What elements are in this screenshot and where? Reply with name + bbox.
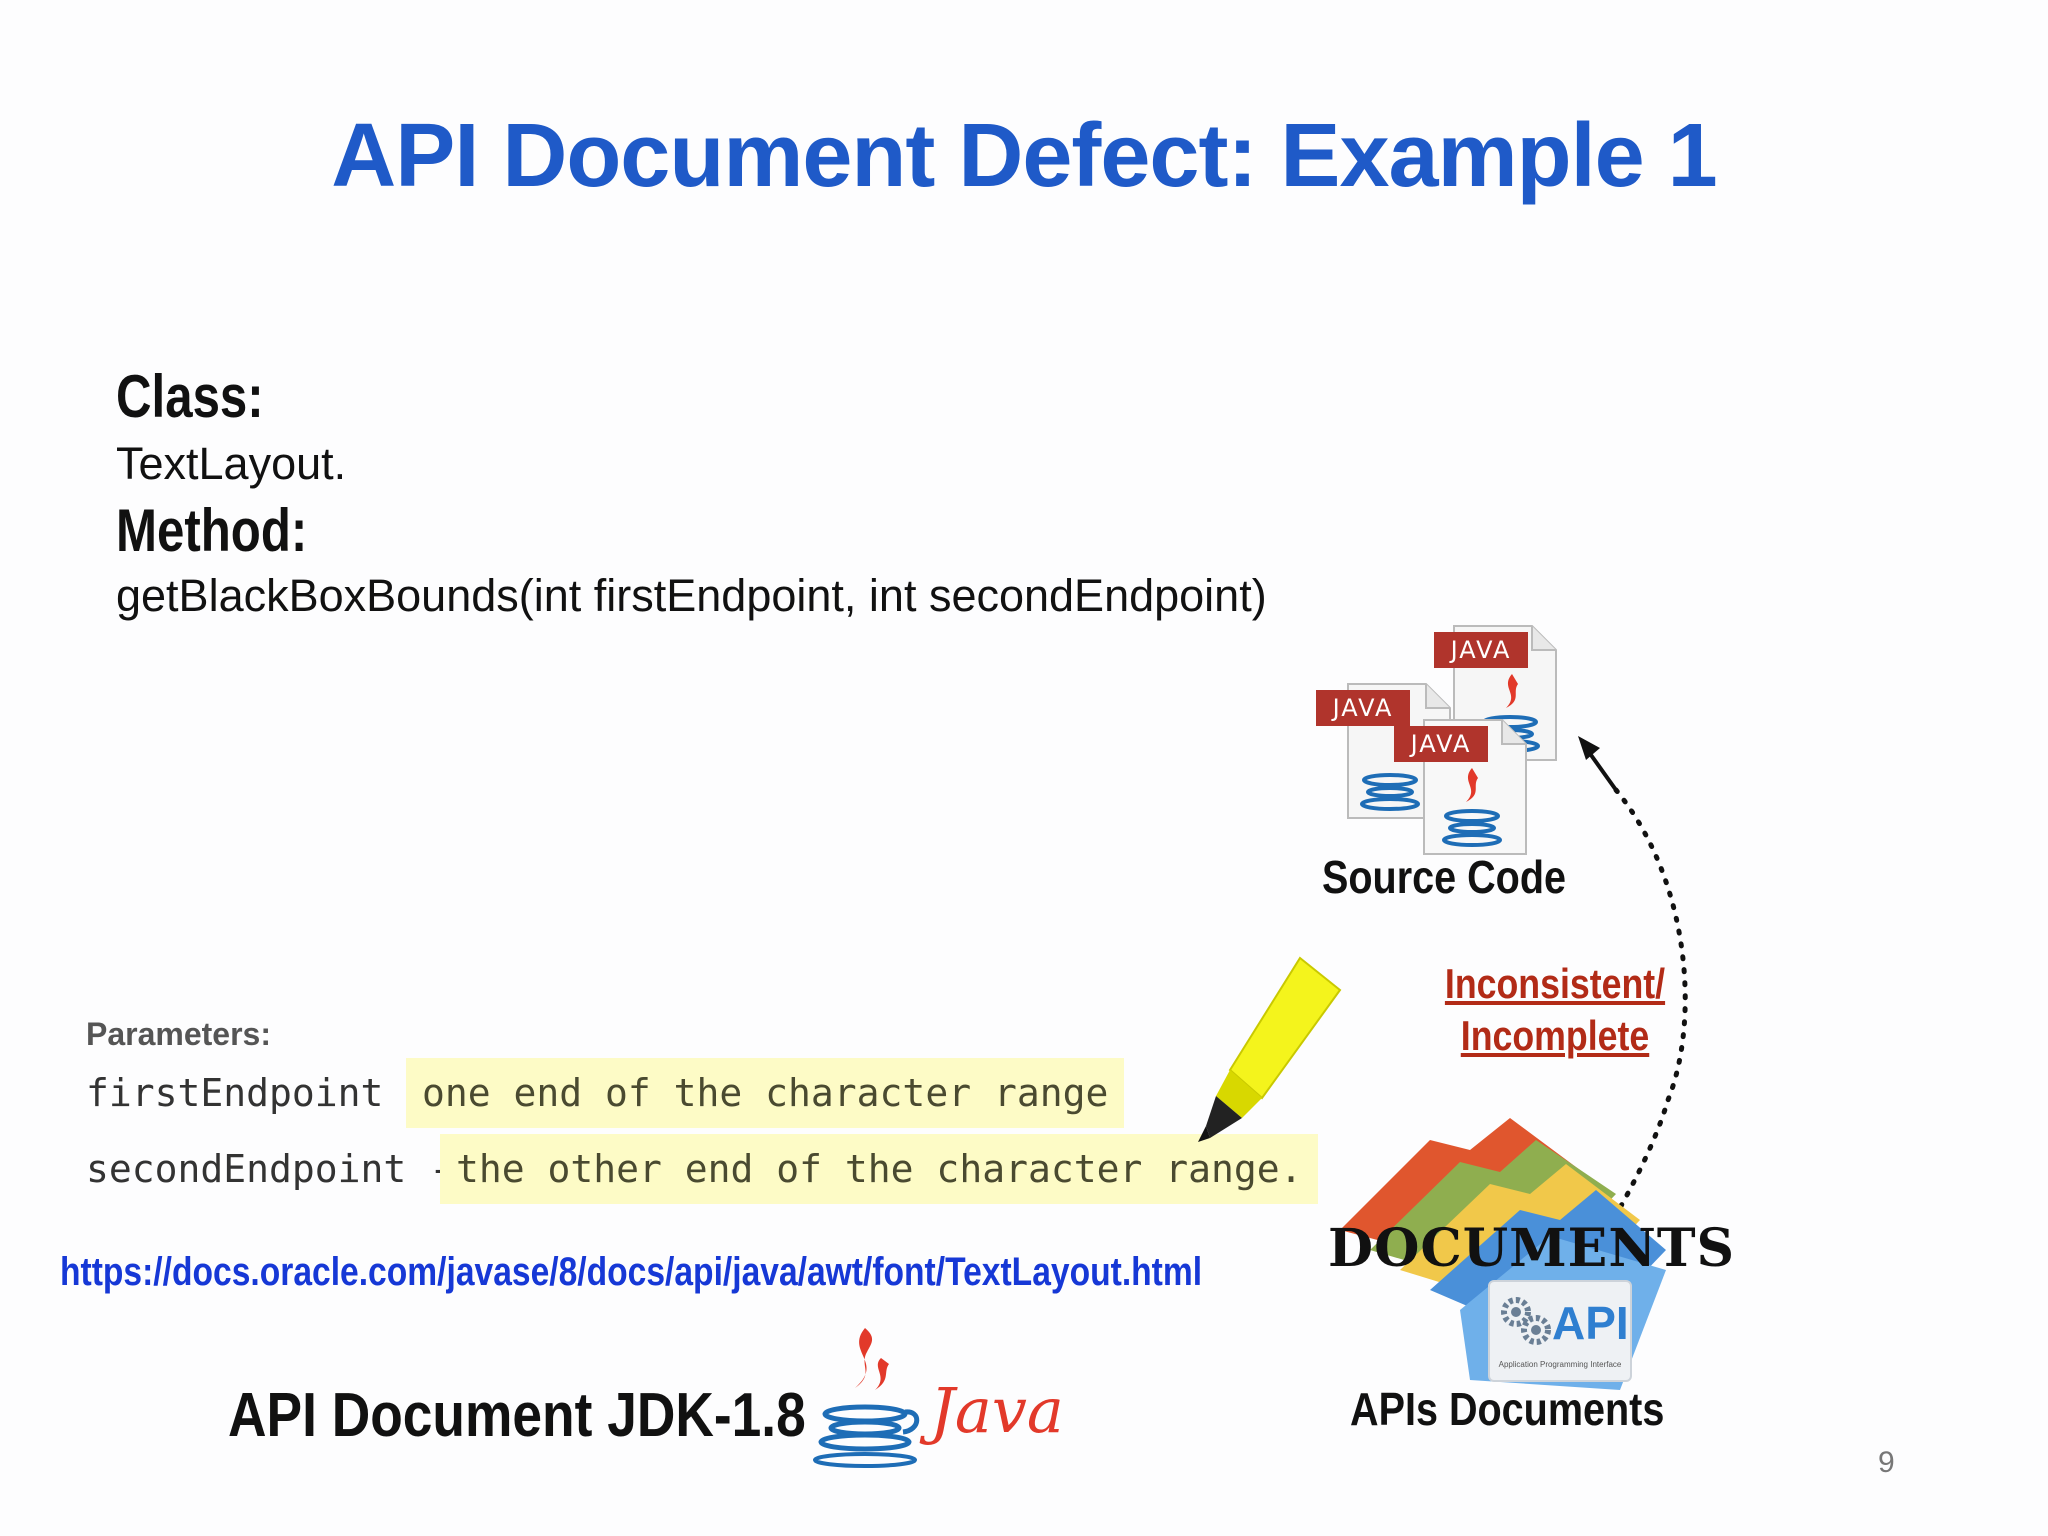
java-file-tag: JAVA [1434,632,1528,668]
method-label: Method: [116,497,308,564]
parameter-row-2: secondEndpoint - [86,1142,475,1196]
class-value: TextLayout. [116,438,347,489]
api-badge: API Application Programming Interface [1488,1280,1632,1382]
page-number: 9 [1878,1446,1895,1479]
parameter-row-1: firstEndpoint - [86,1066,452,1120]
highlighter-marker-icon [1198,956,1342,1142]
parameter-description-highlight: the other end of the character range. [440,1134,1319,1204]
gears-icon [1501,1297,1551,1345]
java-file-tag: JAVA [1394,726,1488,762]
java-file-tag: JAVA [1316,690,1410,726]
java-cup-icon [813,1328,920,1468]
parameter-name: firstEndpoint [86,1071,384,1115]
api-document-jdk-label: API Document JDK-1.8 [228,1381,806,1450]
slide-title: API Document Defect: Example 1 [331,106,1717,206]
parameter-name: secondEndpoint [86,1147,407,1191]
java-logo-text: Java [930,1374,1064,1447]
apis-documents-label: APIs Documents [1350,1383,1665,1435]
source-code-label: Source Code [1322,851,1567,903]
parameters-heading: Parameters: [86,1016,271,1052]
inconsistent-note-line2: Incomplete [1460,1012,1650,1059]
parameter-description-highlight: one end of the character range [406,1058,1125,1128]
class-label: Class: [116,363,264,430]
documentation-link[interactable]: https://docs.oracle.com/javase/8/docs/ap… [60,1250,1203,1294]
inconsistent-note-line1: Inconsistent/ [1444,960,1666,1007]
source-code-files: JAVA JAVA JAVA [1310,620,1630,855]
documents-word: DOCUMENTS [1328,1218,1736,1279]
api-badge-subtitle: Application Programming Interface [1498,1360,1622,1369]
inconsistent-note: Inconsistent/ Incomplete [1440,958,1670,1062]
method-signature: getBlackBoxBounds(int firstEndpoint, int… [116,570,1267,621]
api-badge-text: API [1552,1297,1629,1349]
dotted-arrow-icon [1578,736,1688,1225]
